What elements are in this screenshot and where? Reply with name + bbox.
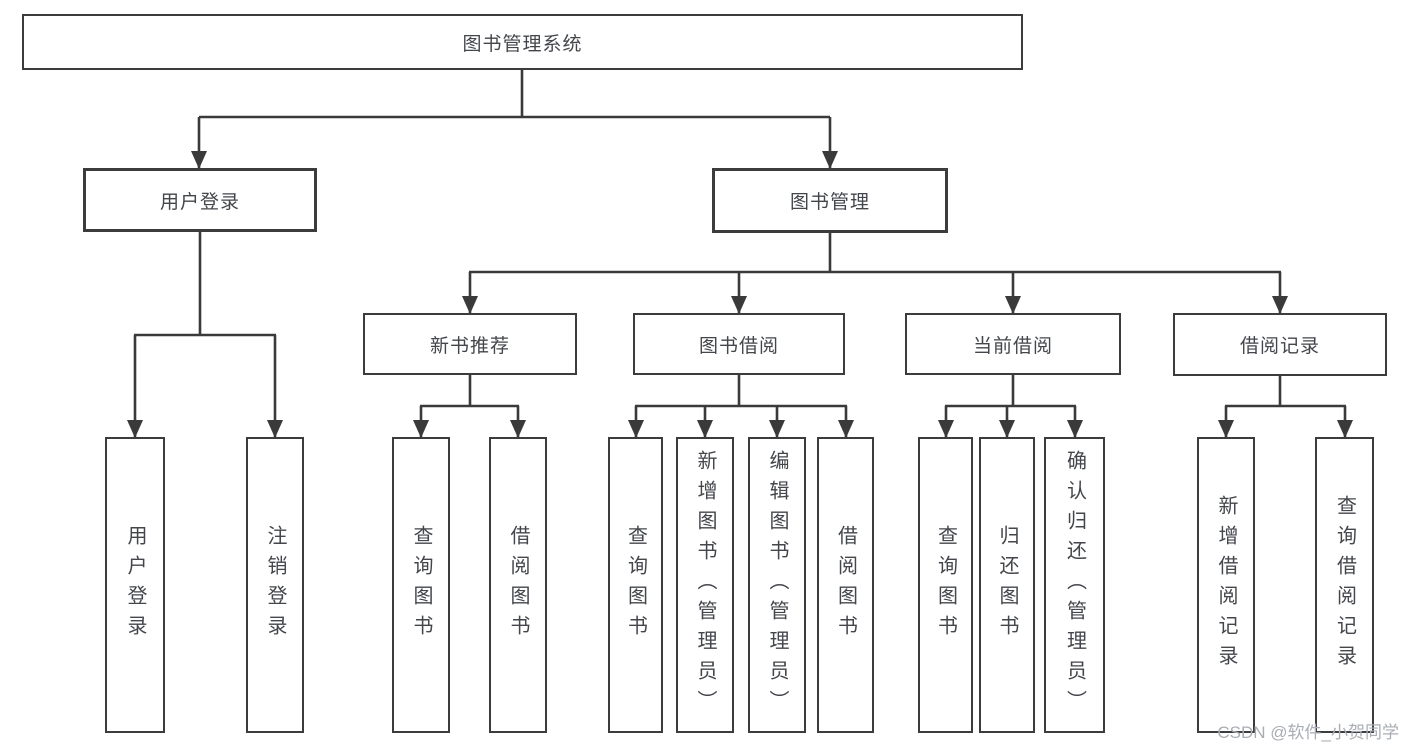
leaf-borrowing-borrow-books-label: 借阅图书 — [834, 525, 857, 645]
node-library-management-system: 图书管理系统 — [22, 14, 1023, 70]
leaf-return-books: 归还图书 — [979, 437, 1035, 733]
leaf-logout-label: 注销登录 — [264, 525, 286, 645]
node-book-management: 图书管理 — [712, 168, 948, 233]
leaf-edit-books-admin: 编辑图书（管理员） — [748, 437, 806, 733]
leaf-add-borrow-record: 新增借阅记录 — [1197, 437, 1255, 733]
leaf-add-books-admin-label: 新增图书（管理员） — [694, 450, 716, 720]
leaf-query-borrow-record-label: 查询借阅记录 — [1333, 495, 1356, 675]
node-user-login: 用户登录 — [83, 168, 317, 232]
leaf-logout: 注销登录 — [246, 437, 304, 733]
leaf-newbook-borrow-books-label: 借阅图书 — [507, 525, 529, 645]
leaf-user-login-label: 用户登录 — [124, 525, 146, 645]
leaf-newbook-borrow-books: 借阅图书 — [489, 437, 547, 733]
leaf-return-books-label: 归还图书 — [996, 525, 1018, 645]
leaf-borrowing-borrow-books: 借阅图书 — [817, 437, 874, 733]
node-current-borrowing: 当前借阅 — [905, 313, 1121, 375]
leaf-borrowing-query-books: 查询图书 — [608, 437, 663, 733]
leaf-add-borrow-record-label: 新增借阅记录 — [1215, 495, 1237, 675]
leaf-add-books-admin: 新增图书（管理员） — [676, 437, 734, 733]
leaf-newbook-query-books: 查询图书 — [392, 437, 450, 733]
leaf-borrowing-query-books-label: 查询图书 — [624, 525, 647, 645]
leaf-current-query-books: 查询图书 — [918, 437, 973, 733]
leaf-confirm-return-admin-label: 确认归还（管理员） — [1063, 450, 1086, 720]
node-new-book-recommendation: 新书推荐 — [363, 313, 577, 375]
leaf-newbook-query-books-label: 查询图书 — [410, 525, 432, 645]
leaf-edit-books-admin-label: 编辑图书（管理员） — [766, 450, 788, 720]
node-borrowing-records: 借阅记录 — [1173, 313, 1387, 376]
leaf-user-login: 用户登录 — [105, 437, 165, 733]
node-book-borrowing: 图书借阅 — [633, 313, 845, 375]
csdn-watermark: CSDN @软件_小贺同学 — [1217, 723, 1399, 742]
leaf-current-query-books-label: 查询图书 — [934, 525, 957, 645]
leaf-confirm-return-admin: 确认归还（管理员） — [1044, 437, 1105, 733]
leaf-query-borrow-record: 查询借阅记录 — [1315, 437, 1374, 733]
